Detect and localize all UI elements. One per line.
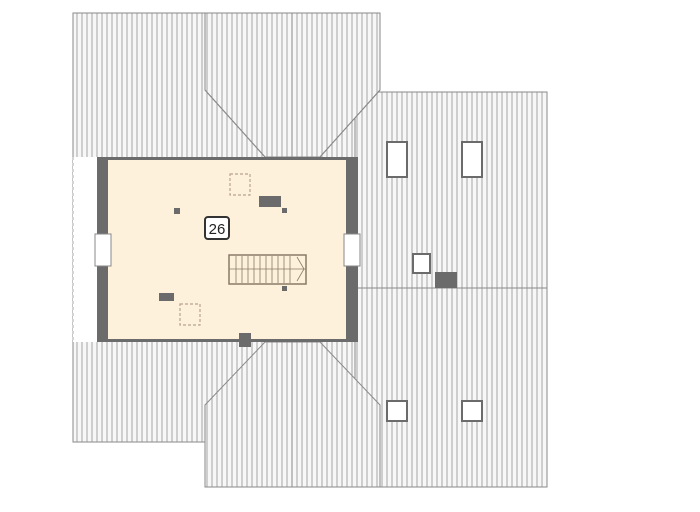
staircase	[228, 254, 307, 285]
roof-right-wing	[354, 91, 548, 488]
window-west	[94, 233, 112, 267]
skylights	[386, 141, 483, 422]
room-number-badge	[204, 216, 230, 240]
room-number: 26	[209, 221, 226, 238]
window-east	[343, 233, 361, 267]
room-26: 26	[94, 157, 361, 347]
chimney	[435, 272, 457, 288]
